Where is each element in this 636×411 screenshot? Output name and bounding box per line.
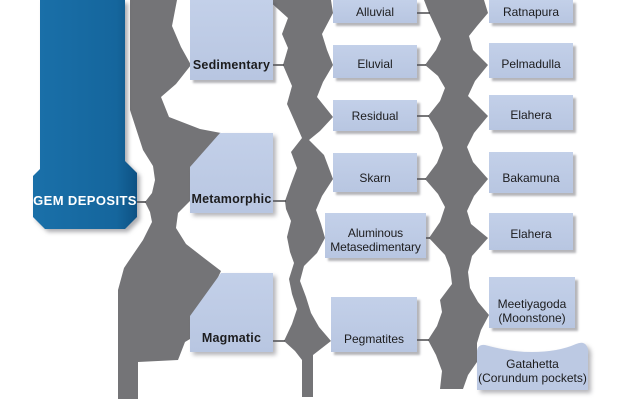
- node-label: Eluvial: [357, 57, 393, 71]
- node-ratnapura: Ratnapura: [489, 0, 573, 23]
- node-sedimentary: Sedimentary: [190, 0, 273, 80]
- node-elahera-2: Elahera: [489, 213, 573, 250]
- connector-band-trunk: [118, 0, 221, 399]
- node-label: Gatahetta (Corundum pockets): [478, 357, 587, 385]
- node-label: Meetiyagoda (Moonstone): [497, 297, 567, 325]
- connector-band-right: [424, 0, 489, 389]
- node-label: Metamorphic: [191, 192, 272, 206]
- connector-band-middle: [268, 0, 333, 397]
- node-pegmatites: Pegmatites: [331, 297, 417, 352]
- connector-lines: [129, 12, 430, 342]
- node-label: Elahera: [510, 227, 552, 241]
- node-bakamuna: Bakamuna: [489, 152, 573, 193]
- node-label: Bakamuna: [502, 171, 560, 185]
- node-meetiyagoda: Meetiyagoda (Moonstone): [489, 277, 575, 328]
- node-aluminous-metasedimentary: Aluminous Metasedimentary: [325, 213, 426, 258]
- root-node-label: GEM DEPOSITS: [33, 193, 137, 208]
- node-label: Skarn: [359, 171, 391, 185]
- node-label: Alluvial: [355, 5, 394, 19]
- node-gatahetta: Gatahetta (Corundum pockets): [477, 350, 588, 388]
- node-elahera-1: Elahera: [489, 95, 573, 130]
- node-label: Aluminous Metasedimentary: [330, 226, 421, 254]
- node-residual: Residual: [333, 100, 417, 131]
- node-label: Pegmatites: [343, 332, 405, 346]
- node-pelmadulla: Pelmadulla: [489, 43, 573, 78]
- node-alluvial: Alluvial: [333, 0, 417, 23]
- root-node-gem-deposits: GEM DEPOSITS: [33, 176, 137, 226]
- node-label: Magmatic: [201, 331, 262, 345]
- node-label: Elahera: [510, 108, 552, 122]
- node-eluvial: Eluvial: [333, 45, 417, 78]
- root-node-shape: [33, 0, 137, 229]
- node-label: Ratnapura: [502, 5, 560, 19]
- node-label: Residual: [351, 109, 399, 123]
- node-skarn: Skarn: [333, 153, 417, 192]
- node-label: Pelmadulla: [501, 57, 561, 71]
- node-label: Sedimentary: [192, 58, 271, 72]
